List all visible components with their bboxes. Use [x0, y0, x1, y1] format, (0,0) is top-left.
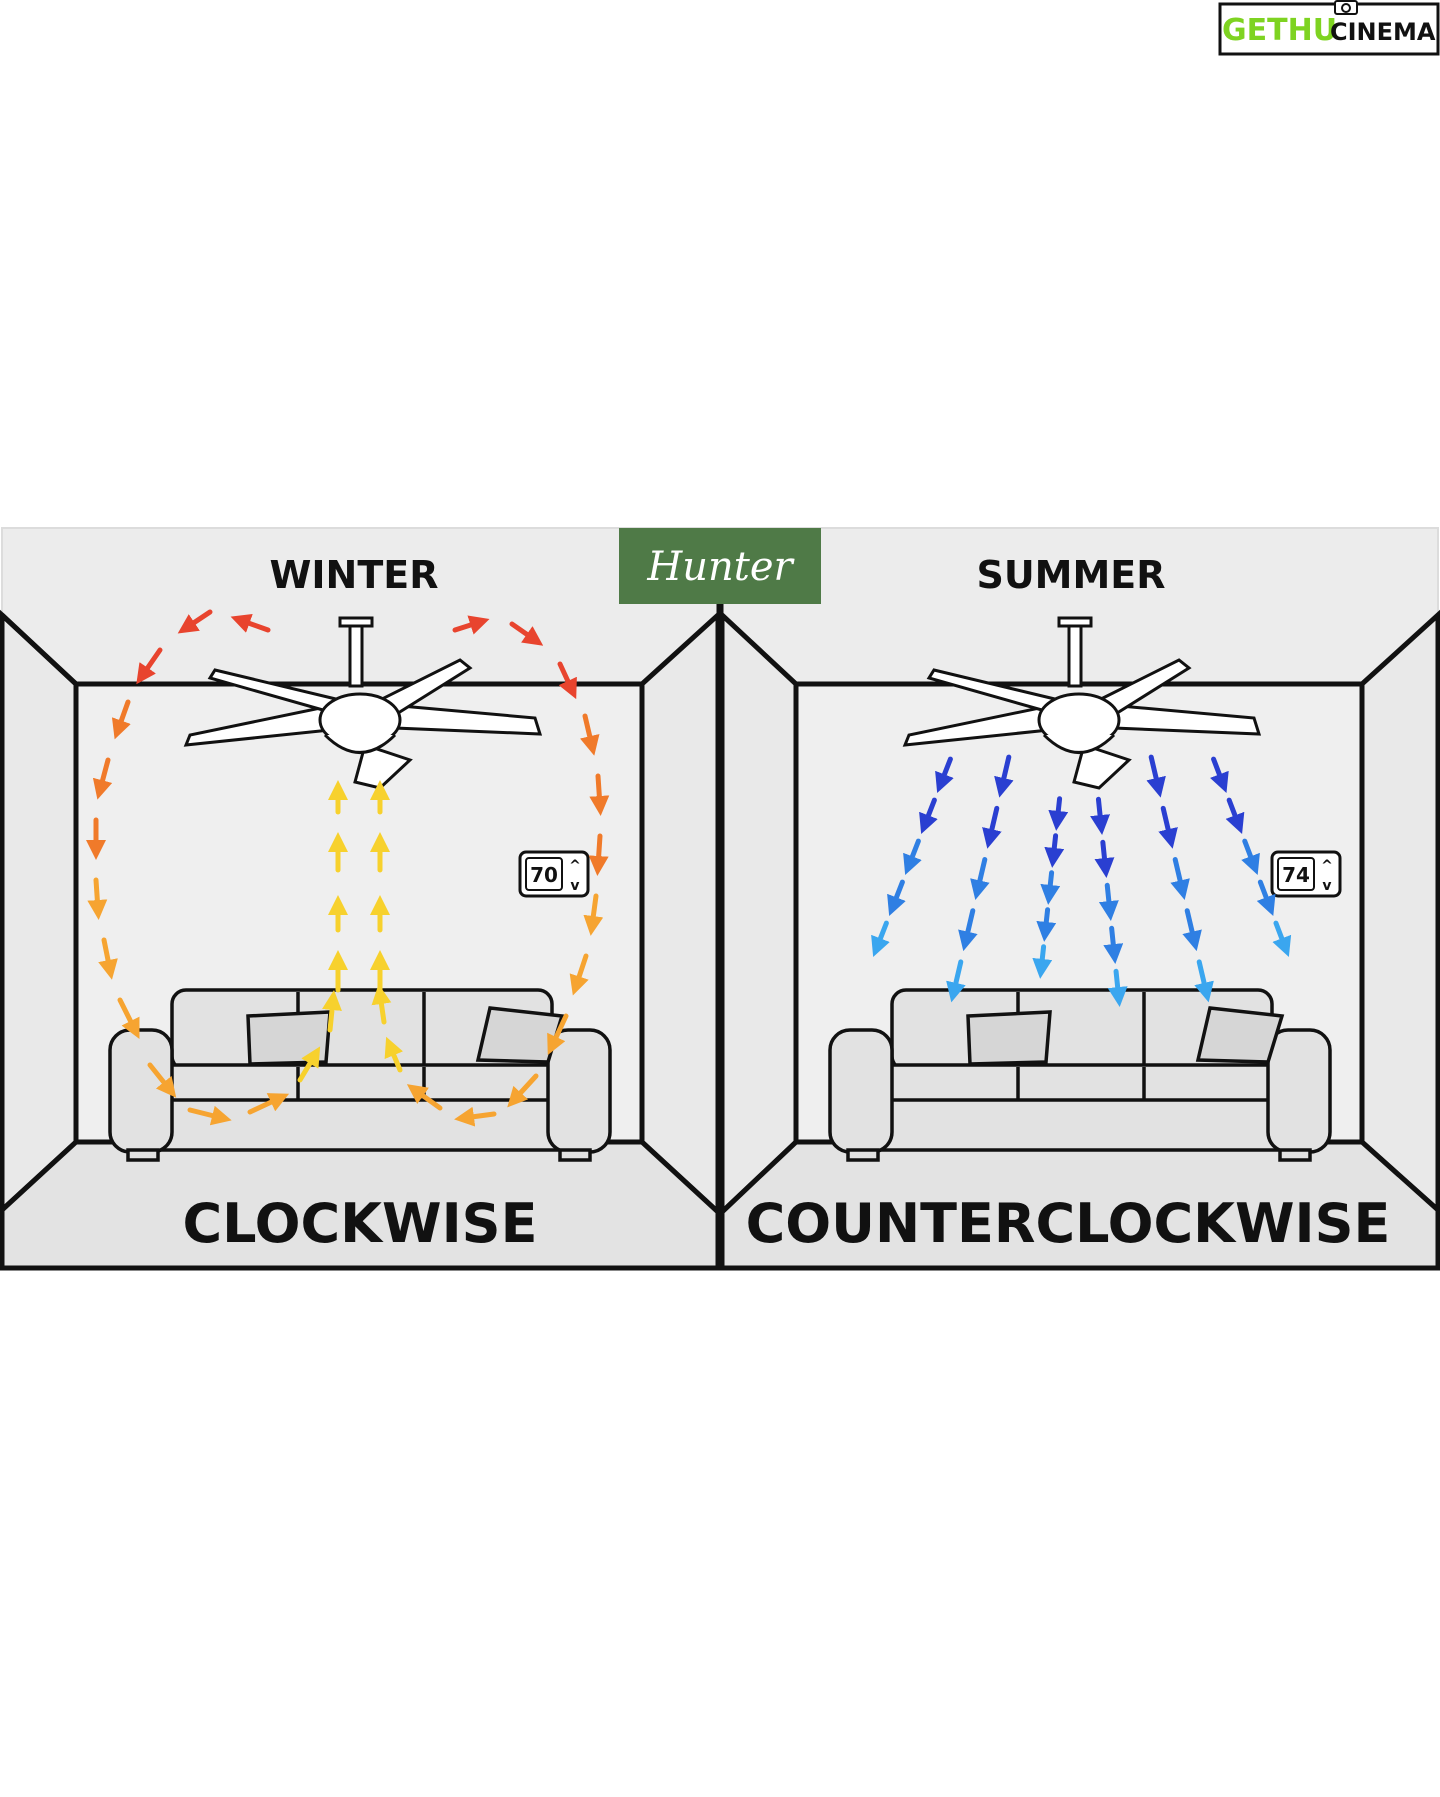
chevron-up-icon: ^ — [569, 858, 581, 874]
airflow-arrow — [1182, 908, 1202, 952]
airflow-arrow — [946, 959, 966, 1003]
airflow-arrow — [111, 699, 131, 740]
airflow-arrow — [903, 838, 922, 876]
airflow-arrow — [98, 937, 118, 980]
airflow-arrow — [547, 1013, 569, 1056]
airflow-arrow — [136, 647, 163, 685]
airflow-arrow — [1040, 870, 1061, 905]
winter-airflow-arrows — [86, 609, 610, 1127]
airflow-arrow — [871, 920, 890, 958]
airflow-arrow — [1170, 857, 1190, 900]
hunter-logo-badge — [619, 528, 821, 604]
airflow-arrow — [1225, 797, 1245, 835]
airflow-arrow — [230, 613, 271, 633]
airflow-arrow — [509, 621, 544, 646]
airflow-arrow — [1036, 907, 1057, 942]
winter-thermostat: 70 ^ v — [518, 850, 590, 898]
airflow-arrow — [92, 757, 113, 800]
summer-thermostat-value: 74 — [1282, 863, 1310, 887]
camera-icon — [1334, 0, 1358, 15]
airflow-arrow — [935, 756, 954, 794]
airflow-arrow — [557, 661, 577, 700]
airflow-arrow — [187, 1105, 232, 1126]
airflow-arrow — [583, 893, 604, 936]
airflow-arrow — [1103, 925, 1124, 965]
airflow-arrow — [982, 805, 1002, 849]
airflow-arrow — [177, 609, 213, 634]
watermark-part2: CINEMA — [1330, 18, 1436, 46]
airflow-arrow — [970, 857, 990, 900]
airflow-arrow — [147, 1062, 177, 1098]
airflow-arrow — [1107, 968, 1128, 1008]
airflow-arrow — [1098, 882, 1119, 922]
airflow-arrow — [1094, 839, 1115, 879]
summer-airflow-arrows — [871, 754, 1292, 1008]
airflow-arrow — [569, 953, 589, 996]
airflow-arrow — [297, 1046, 321, 1083]
airflow-arrow — [371, 984, 392, 1025]
airflow-arrow — [1044, 833, 1065, 868]
airflow-arrow — [117, 997, 140, 1039]
watermark-part1: GETHU — [1222, 13, 1337, 48]
winter-sofa — [108, 988, 612, 1162]
chevron-down-icon: v — [1322, 878, 1331, 894]
airflow-arrow — [384, 1036, 404, 1073]
summer-thermostat: 74 ^ v — [1270, 850, 1342, 898]
airflow-arrow — [322, 990, 342, 1033]
airflow-arrow — [1032, 944, 1053, 979]
airflow-arrow — [452, 615, 490, 635]
airflow-arrow — [919, 797, 938, 835]
airflow-arrow — [1194, 959, 1214, 1003]
airflow-arrow — [1158, 805, 1178, 849]
summer-title: SUMMER — [976, 553, 1165, 597]
airflow-arrow — [1210, 756, 1229, 794]
airflow-arrow — [247, 1093, 290, 1115]
chevron-down-icon: v — [570, 878, 579, 894]
airflow-arrow — [507, 1073, 539, 1108]
airflow-arrow — [454, 1106, 497, 1127]
airflow-arrow — [1272, 920, 1292, 958]
watermark: GETHU CINEMA — [1218, 0, 1440, 56]
airflow-arrow — [589, 773, 610, 816]
airflow-arrow — [1256, 879, 1276, 917]
airflow-arrow — [1146, 754, 1166, 798]
chevron-up-icon: ^ — [1321, 858, 1333, 874]
airflow-arrow — [994, 754, 1014, 798]
summer-sofa — [828, 988, 1332, 1162]
airflow-arrow — [887, 879, 906, 917]
airflow-arrow — [579, 713, 600, 756]
summer-ceiling-fan — [902, 616, 1262, 790]
hunter-logo: Hunter — [619, 528, 821, 604]
airflow-arrow — [406, 1084, 443, 1111]
airflow-arrow — [1241, 838, 1260, 876]
airflow-arrow — [1090, 796, 1111, 836]
winter-thermostat-value: 70 — [530, 863, 558, 887]
winter-direction-label: CLOCKWISE — [183, 1192, 538, 1255]
airflow-arrow — [1048, 796, 1069, 831]
airflow-arrow — [87, 877, 108, 920]
winter-ceiling-fan — [183, 616, 543, 790]
airflow-arrow — [958, 908, 978, 952]
summer-direction-label: COUNTERCLOCKWISE — [746, 1192, 1391, 1255]
hunter-logo-text: Hunter — [646, 544, 795, 590]
airflow-arrow — [588, 833, 609, 876]
winter-title: WINTER — [270, 553, 439, 597]
